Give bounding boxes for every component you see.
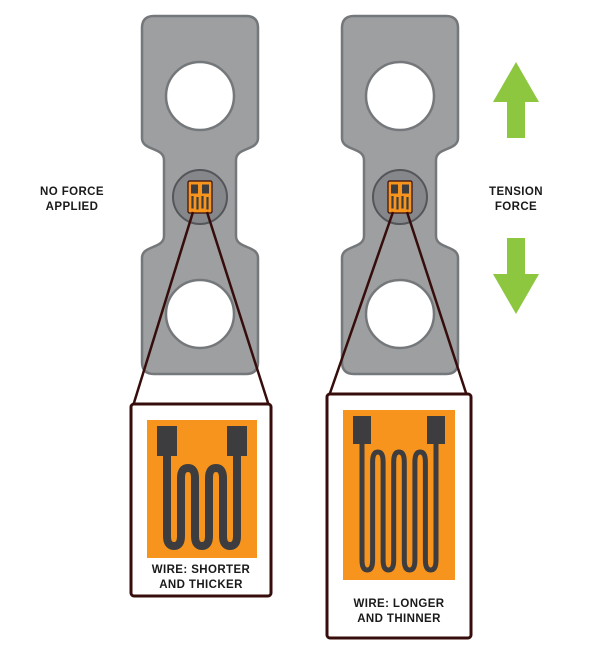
- left-wire-caption: WIRE: SHORTER AND THICKER: [151, 564, 251, 591]
- callout-leader-line: [205, 211, 271, 407]
- gauge-wire-serpentine-right: [359, 440, 439, 573]
- callout-leader-line: [405, 211, 469, 397]
- no-force-label: NO FORCE APPLIED: [40, 186, 104, 213]
- gauge-pad-left: [157, 426, 177, 456]
- callout-leader-line: [327, 211, 395, 397]
- right-wire-caption: WIRE: LONGER AND THINNER: [353, 598, 445, 625]
- load-cell-right: [340, 14, 460, 376]
- tension-up-arrow-icon: [493, 62, 539, 138]
- gauge-pad-left: [227, 426, 247, 456]
- gauge-pad-right: [427, 416, 445, 444]
- gauge-wire-serpentine-left: [163, 450, 241, 551]
- gauge-pad-right: [353, 416, 371, 444]
- tension-down-arrow-icon: [493, 238, 539, 314]
- callout-leader-line: [131, 211, 195, 407]
- tension-force-label: TENSION FORCE: [489, 186, 543, 213]
